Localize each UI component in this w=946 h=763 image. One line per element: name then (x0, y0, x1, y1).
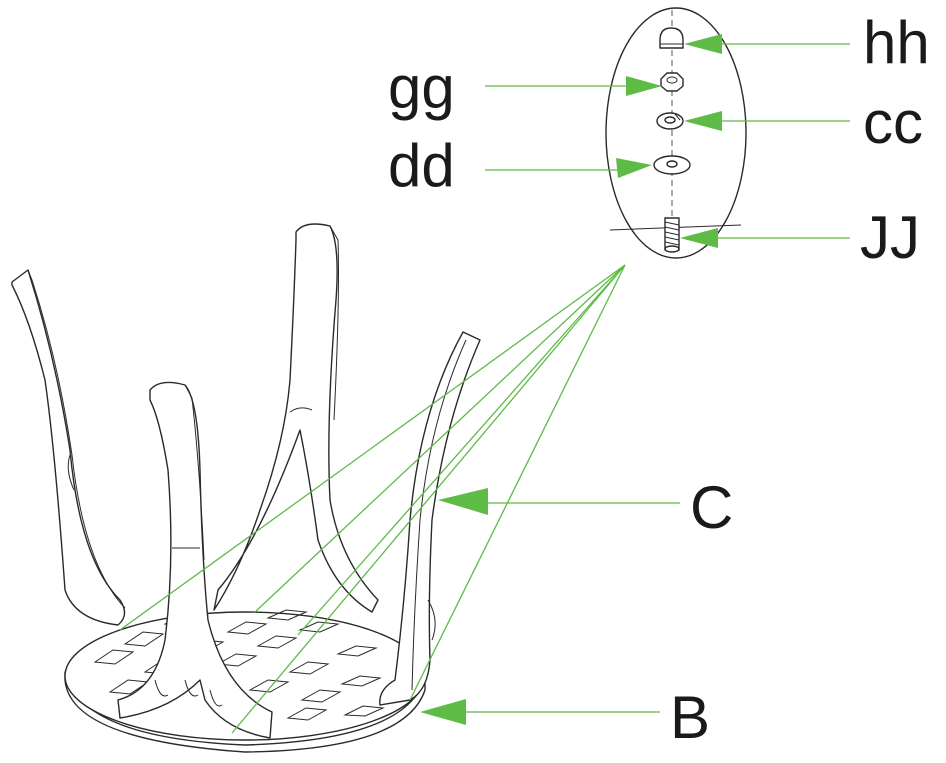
hex-nut-gg (660, 72, 684, 92)
label-dd: dd (388, 132, 455, 199)
label-jj: JJ (860, 204, 920, 271)
leg-left (11, 269, 126, 626)
hardware-detail (605, 7, 747, 259)
label-gg: gg (388, 54, 455, 121)
label-hh: hh (863, 9, 930, 76)
leg-right (379, 331, 481, 706)
threaded-stud-jj (664, 217, 680, 253)
leg-center-left (117, 381, 273, 739)
leader-lines (119, 34, 850, 734)
label-c: C (690, 474, 733, 541)
label-b: B (670, 684, 710, 751)
detail-ellipse (605, 7, 747, 259)
legs-c (11, 223, 481, 739)
leg-rear (213, 223, 379, 613)
lock-washer-cc (656, 112, 684, 130)
part-labels: hh gg cc dd JJ C B (388, 9, 930, 751)
flat-washer-dd (653, 155, 691, 175)
label-cc: cc (863, 89, 923, 156)
acorn-nut-hh (659, 27, 684, 49)
